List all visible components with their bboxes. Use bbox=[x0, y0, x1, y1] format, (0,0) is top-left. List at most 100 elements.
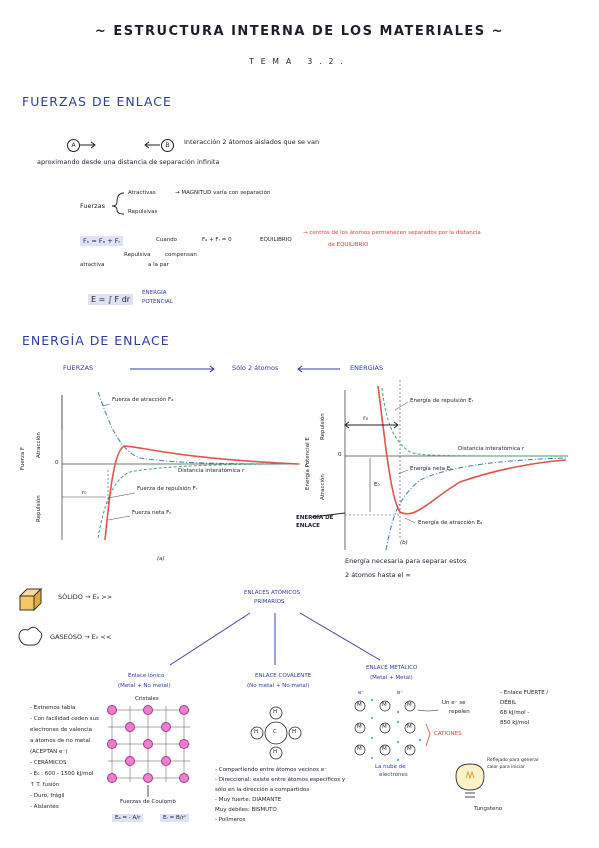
ionico-heading: Enlace iónico bbox=[128, 673, 165, 679]
curve-net-force bbox=[104, 445, 299, 541]
ion bbox=[143, 705, 153, 715]
arrow-fuerzas-head bbox=[209, 365, 215, 373]
h-label-top: H bbox=[273, 709, 278, 715]
light-bulb-drawing bbox=[455, 763, 485, 798]
graph-energy bbox=[311, 380, 568, 551]
graph-a-repulsion: Repulsión bbox=[36, 495, 42, 522]
metal-ion-label: M bbox=[357, 746, 362, 752]
energia-enlace-label: ENERGÍA DE ENLACE bbox=[296, 515, 334, 529]
metalico-heading: ENLACE METÁLICO bbox=[366, 665, 418, 671]
cuando-label: Cuando bbox=[156, 237, 178, 243]
ion bbox=[107, 739, 117, 749]
energy-formula: E = ∫ F dr bbox=[88, 294, 134, 305]
cov-note: - Direccional: existe entre átomos espec… bbox=[215, 777, 346, 783]
ea-formula: Eₐ = - A/r bbox=[112, 814, 144, 822]
cov-note: - Muy fuerte: DIAMANTE bbox=[215, 797, 282, 803]
covalent-notes: - Compartiendo entre átomos vecinos e⁻ -… bbox=[215, 765, 345, 825]
net-force-formula: Fₙ = Fₐ + Fᵣ bbox=[80, 236, 124, 246]
cube-front bbox=[19, 595, 35, 611]
atom-b-arrowhead bbox=[90, 141, 96, 149]
h-atom-bottom bbox=[269, 746, 283, 760]
ionic-note: - Extremos tabla bbox=[30, 705, 76, 711]
graph-b-caption: (b) bbox=[400, 540, 408, 546]
section-heading-fuerzas: FUERZAS DE ENLACE bbox=[22, 94, 172, 109]
ionic-note: - Con facilidad ceden sus bbox=[30, 716, 99, 722]
graph-b-r0-arrowhead-r bbox=[393, 421, 399, 429]
ion bbox=[161, 722, 171, 732]
branch-ionico bbox=[169, 612, 251, 666]
metal-ion-label: M bbox=[382, 702, 387, 708]
ionico-subheading: (Metal + No metal) bbox=[118, 683, 171, 689]
equilibrio-label: EQUILIBRIO bbox=[260, 237, 292, 243]
graph-a-zero: 0 bbox=[55, 460, 59, 466]
repulsiva-label: Repulsiva bbox=[124, 252, 151, 258]
cationes-bracket bbox=[425, 723, 431, 747]
ionic-note: ↑ T. fusión bbox=[30, 782, 60, 788]
er-formula: Eᵣ = B/rⁿ bbox=[160, 814, 190, 822]
ion bbox=[143, 773, 153, 783]
ion bbox=[125, 756, 135, 766]
energias-subheading: ENERGÍAS bbox=[350, 364, 384, 372]
equilibrium-equation: Fₐ + Fᵣ = 0 bbox=[202, 237, 232, 243]
ion bbox=[179, 705, 189, 715]
interaction-text-2: aproximando desde una distancia de separ… bbox=[37, 158, 220, 166]
repulsivas-label: Repulsivas bbox=[128, 209, 158, 215]
curve-repulsion-energy bbox=[381, 387, 567, 457]
h-atom-right bbox=[288, 726, 302, 740]
fuerzas-label: Fuerzas bbox=[80, 202, 105, 210]
atom-a: B bbox=[161, 139, 174, 152]
solo-dos-atomos: Sólo 2 átomos bbox=[232, 364, 279, 372]
energy-note-2: 2 átomos hasta el ∞ bbox=[345, 571, 411, 579]
ionic-note: - E₀ : 600 - 1500 kJ/mol bbox=[30, 771, 94, 777]
curve-attraction-energy bbox=[385, 457, 567, 551]
covalente-subheading: (No metal + No metal) bbox=[247, 683, 310, 689]
h-label-right: H bbox=[292, 729, 297, 735]
fuerzas-subheading: FUERZAS bbox=[63, 364, 94, 372]
graph-b-er-leader bbox=[394, 401, 409, 411]
graph-b-energia-arrow bbox=[311, 512, 346, 518]
nube-label-2: electrones bbox=[379, 772, 408, 778]
section-heading-energia: ENERGÍA DE ENLACE bbox=[22, 333, 170, 348]
cube-side bbox=[33, 587, 42, 612]
graph-a-xlabel: Distancia interatómica r bbox=[178, 468, 245, 474]
gas-blob-drawing bbox=[18, 626, 43, 646]
ionic-notes: - Extremos tabla - Con facilidad ceden s… bbox=[30, 703, 99, 813]
cov-note: Muy débiles: BISMUTO bbox=[215, 807, 277, 813]
graph-a-fr-leader bbox=[107, 492, 136, 499]
metallic-side-notes: - Enlace FUERTE / DÉBIL 68 kJ/mol - 850 … bbox=[500, 688, 548, 728]
magnitud-note: → MAGNITUD varía con separación bbox=[175, 190, 271, 196]
graph-a-ylabel: Fuerza F bbox=[20, 446, 26, 470]
page-title: ~ ESTRUCTURA INTERNA DE LOS MATERIALES ~ bbox=[94, 24, 505, 39]
solido-note: SÓLIDO → E₀ >> bbox=[58, 593, 113, 601]
ion bbox=[107, 705, 117, 715]
metal-ion-label: M bbox=[407, 702, 412, 708]
electron-dots bbox=[370, 698, 422, 762]
ionic-note: (ACEPTAN e⁻) bbox=[30, 749, 68, 755]
nube-label: La nube de bbox=[375, 764, 406, 770]
graph-a-fa-label: Fuerza de atracción Fₐ bbox=[112, 397, 174, 403]
ionic-note: - CERÁMICOS bbox=[30, 760, 67, 766]
curve-repulsion-force bbox=[97, 463, 299, 539]
graph-a-fn-label: Fuerza neta Fₙ bbox=[132, 510, 172, 516]
h-label-bottom: H bbox=[273, 749, 278, 755]
atom-a-arrowhead bbox=[144, 141, 150, 149]
metal-ion-label: M bbox=[382, 746, 387, 752]
compensan-label: compensan bbox=[165, 252, 197, 258]
h-atom-left bbox=[250, 726, 264, 740]
graph-b-e0: E₀ bbox=[374, 482, 380, 488]
atractiva-label: atractiva bbox=[80, 262, 105, 268]
metal-ion-label: M bbox=[407, 724, 412, 730]
graph-b-en-label: Energía neta Eₙ bbox=[410, 466, 453, 472]
met-side-note: DÉBIL bbox=[500, 700, 517, 706]
energia-label: ENERGÍA bbox=[142, 290, 167, 296]
graph-b-zero: 0 bbox=[338, 452, 342, 458]
ion bbox=[143, 739, 153, 749]
h-atom-top bbox=[269, 706, 283, 720]
ion bbox=[179, 739, 189, 749]
ion bbox=[161, 756, 171, 766]
carbon-atom bbox=[264, 721, 288, 745]
graph-b-r0-arrowhead-l bbox=[344, 421, 350, 429]
ion bbox=[107, 773, 117, 783]
graph-b-r0: r₀ bbox=[363, 414, 369, 422]
graph-a-r0: r₀ bbox=[82, 490, 87, 496]
